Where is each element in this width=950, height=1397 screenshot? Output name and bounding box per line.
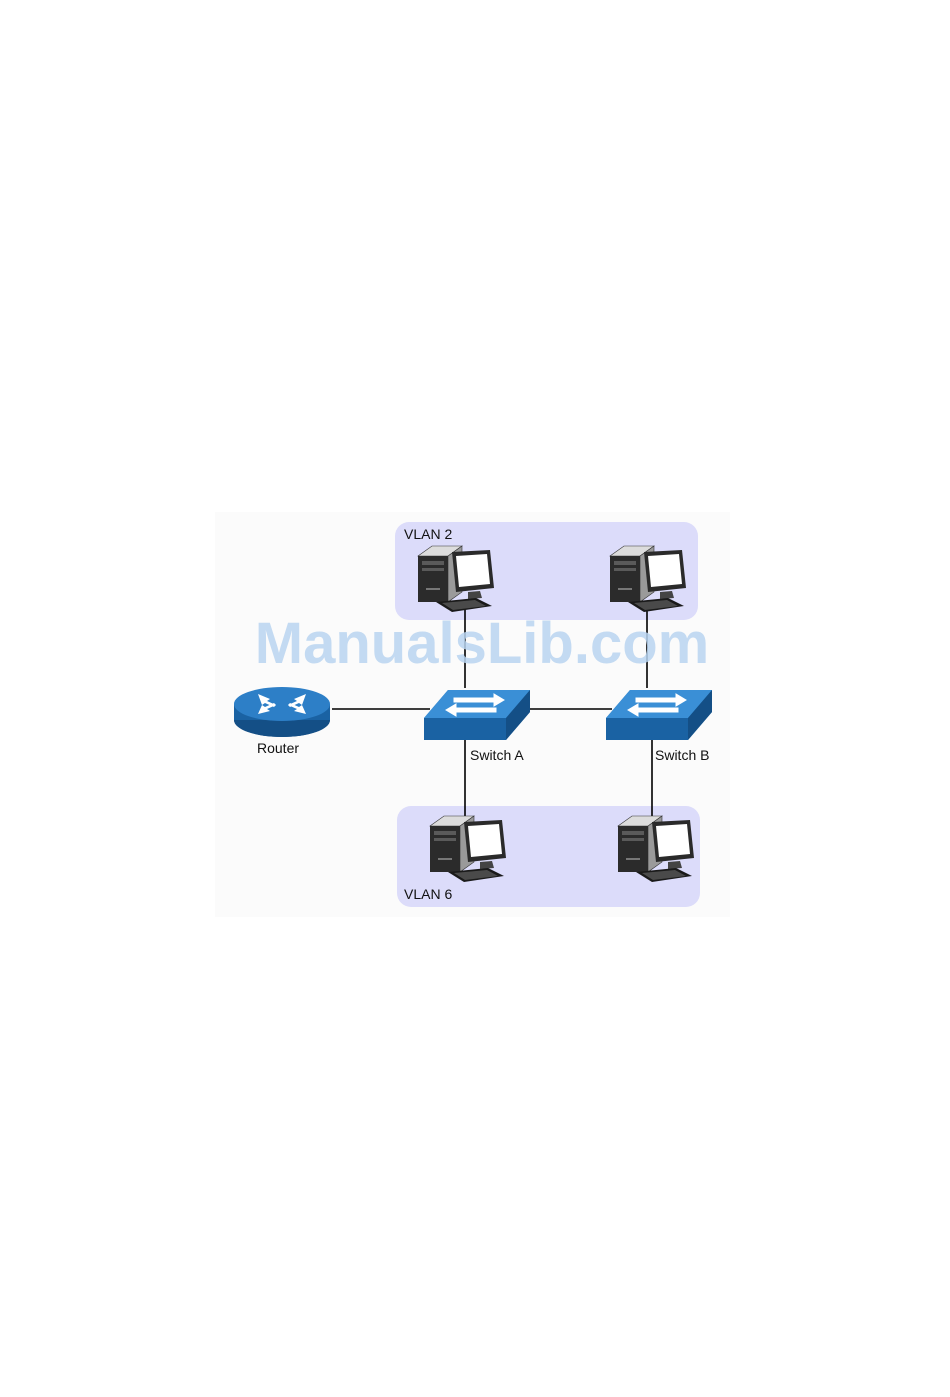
router-label: Router: [257, 740, 299, 756]
vlan-6-label: VLAN 6: [404, 886, 452, 902]
watermark-text: ManualsLib.com: [255, 611, 709, 676]
router-icon: [234, 687, 330, 737]
vlan-2-label: VLAN 2: [404, 526, 452, 542]
switch-b-label: Switch B: [655, 747, 709, 763]
switch-a-label: Switch A: [470, 747, 524, 763]
